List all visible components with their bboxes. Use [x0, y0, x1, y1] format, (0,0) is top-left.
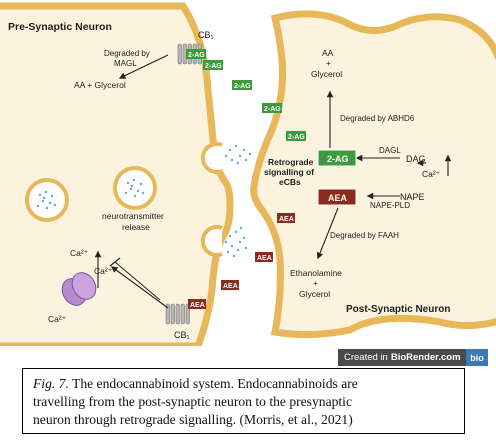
aea-tag: AEA [255, 252, 273, 262]
inhibition-bar [109, 257, 121, 267]
aa-top-2: + [326, 58, 331, 68]
figure-caption: Fig. 7. The endocannabinoid system. Endo… [22, 368, 465, 434]
ca-inside-label-2: Ca²⁺ [94, 266, 113, 276]
caption-line-1: Fig. 7. The endocannabinoid system. Endo… [33, 376, 358, 391]
dagl-label: DAGL [379, 146, 401, 155]
ethanolamine-label-2: + [313, 278, 318, 288]
pre-neuron-label: Pre-Synaptic Neuron [8, 21, 112, 33]
retrograde-label-3: eCBs [279, 177, 301, 187]
svg-text:AEA: AEA [279, 216, 294, 223]
nape-pld-label: NAPE-PLD [370, 201, 410, 210]
svg-text:2-AG: 2-AG [288, 134, 305, 141]
dag-label: DAG [406, 154, 426, 164]
degraded-magl-label-2: MAGL [114, 59, 137, 68]
ethanolamine-label-3: Glycerol [299, 289, 330, 299]
cb1-top-label: CB₁ [198, 30, 214, 40]
svg-text:2-AG: 2-AG [264, 106, 281, 113]
svg-text:2-AG: 2-AG [188, 52, 205, 59]
two-ag-tag: 2-AG [286, 131, 306, 141]
post-neuron-label: Post-Synaptic Neuron [346, 304, 450, 315]
neurotransmitter-label-2: release [122, 222, 150, 232]
fusing-vesicle-upper [200, 142, 223, 174]
svg-text:AEA: AEA [328, 193, 348, 203]
figure-label: Fig. 7. [33, 376, 69, 391]
aa-top-1: AA [322, 48, 334, 58]
two-ag-tag: 2-AG [262, 103, 282, 113]
biorender-logo: bio [466, 349, 488, 366]
cb1-bottom-label: CB₁ [174, 330, 190, 340]
credit-brand: BioRender.com [390, 352, 461, 363]
neurotransmitter-dots [224, 144, 252, 258]
cb1-receptor-bottom [165, 303, 190, 325]
caption-line-2: travelling from the post-synaptic neuron… [33, 394, 352, 409]
neurotransmitter-label-1: neurotransmitter [102, 211, 164, 221]
calcium-channel [61, 272, 97, 306]
ethanolamine-label-1: Ethanolamine [290, 268, 342, 278]
arrows [94, 54, 452, 309]
svg-text:AEA: AEA [257, 255, 272, 262]
two-ag-tag: 2-AG [232, 80, 252, 90]
ca-inside-label-1: Ca²⁺ [70, 248, 89, 258]
caption-line-3: neuron through retrograde signalling. (M… [33, 412, 353, 427]
svg-text:AEA: AEA [190, 302, 205, 309]
vesicle-left [25, 178, 69, 222]
degraded-magl-label-1: Degraded by [104, 49, 150, 58]
svg-text:2-AG: 2-AG [205, 63, 222, 70]
aea-tag-large: AEA [317, 188, 357, 206]
two-ag-tag-large: 2-AG [317, 149, 357, 167]
aa-top-3: Glycerol [311, 69, 342, 79]
fusing-vesicle-lower [200, 225, 223, 257]
aea-tag: AEA [221, 280, 239, 290]
aea-tag: AEA [277, 213, 295, 223]
post-synaptic-neuron [250, 10, 496, 339]
aa-glycerol-label: AA + Glycerol [74, 80, 126, 90]
degraded-abhd6-label: Degraded by ABHD6 [340, 114, 415, 123]
credit-prefix: Created in [344, 352, 388, 363]
svg-text:AEA: AEA [223, 283, 238, 290]
svg-text:2-AG: 2-AG [234, 83, 251, 90]
inhibition-line [114, 261, 161, 301]
endocannabinoid-diagram: Pre-Synaptic Neuron Post-Synaptic Neuron… [0, 2, 496, 346]
svg-text:2-AG: 2-AG [327, 154, 349, 164]
pre-synaptic-neuron [0, 2, 234, 346]
retrograde-label-2: signalling of [264, 167, 314, 177]
degraded-faah-label: Degraded by FAAH [330, 231, 399, 240]
vesicle-right [113, 166, 157, 210]
retrograde-label-1: Retrograde [268, 157, 314, 167]
nape-label: NAPE [400, 192, 425, 202]
two-ag-tag: 2-AG [186, 49, 206, 59]
aea-tag: AEA [188, 299, 206, 309]
two-ag-tag: 2-AG [203, 60, 223, 70]
ca-right-label: Ca²⁺ [422, 169, 441, 179]
biorender-credit: Created in BioRender.com bio [338, 349, 488, 366]
ca-outside-label: Ca²⁺ [48, 314, 67, 324]
